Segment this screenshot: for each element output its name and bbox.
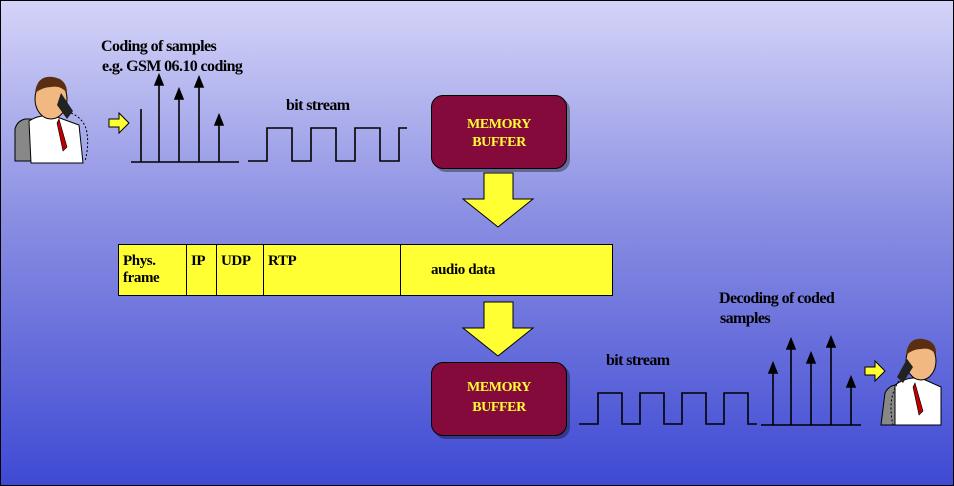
coding-label-line1: Coding of samples <box>101 38 217 55</box>
output-arrow-icon <box>864 359 886 383</box>
sample-impulses-bottom <box>761 334 861 426</box>
packet-cell-audio-data: audio data <box>431 262 495 278</box>
receiver-person-icon <box>880 338 942 426</box>
bit-stream-label-bottom: bit stream <box>606 352 670 369</box>
packet-cell-rtp: RTP <box>264 245 401 295</box>
memory-buffer-top-line1: MEMORY <box>467 117 531 132</box>
input-arrow-icon <box>108 111 130 135</box>
bit-stream-waveform-top <box>248 127 407 162</box>
memory-buffer-top: MEMORY BUFFER <box>431 95 567 169</box>
packet-cell-udp: UDP <box>217 245 264 295</box>
memory-buffer-top-line2: BUFFER <box>472 135 526 150</box>
down-arrow-1-icon <box>461 172 535 228</box>
decoding-label-line1: Decoding of coded <box>719 290 835 307</box>
memory-buffer-bottom: MEMORY BUFFER <box>431 362 567 436</box>
down-arrow-2-icon <box>461 301 535 357</box>
decoding-label-line2: samples <box>720 310 771 327</box>
coding-label-line2: e.g. GSM 06.10 coding <box>102 58 243 75</box>
rtp-packet-frame: Phys. frame IP UDP RTP audio data <box>118 244 613 296</box>
sample-impulses-top <box>131 72 239 163</box>
caller-person-icon <box>14 76 89 164</box>
bit-stream-label-top: bit stream <box>286 97 350 114</box>
packet-cell-ip: IP <box>187 245 217 295</box>
bit-stream-waveform-bottom <box>579 392 757 425</box>
memory-buffer-bottom-line2: BUFFER <box>472 400 526 415</box>
packet-cell-phys-frame: Phys. frame <box>119 245 187 295</box>
memory-buffer-bottom-line1: MEMORY <box>467 380 531 395</box>
